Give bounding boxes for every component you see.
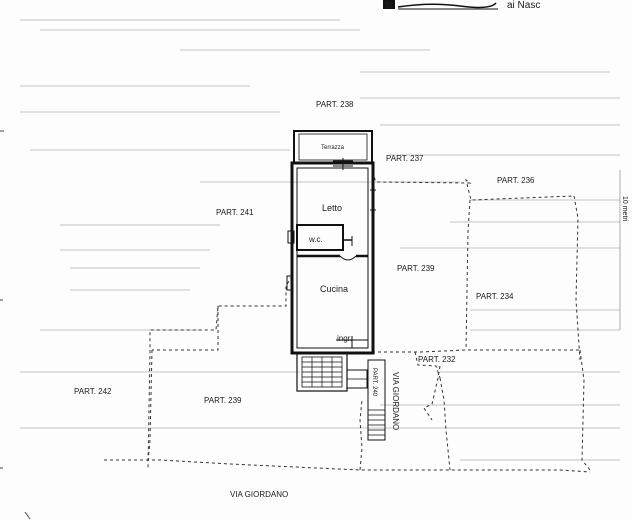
building-main-walls bbox=[290, 161, 375, 355]
header-mark-block bbox=[383, 0, 395, 9]
entrance-stairs bbox=[296, 352, 368, 392]
header-mark-letter: B bbox=[386, 0, 393, 10]
side-scale-text: 10 metri bbox=[621, 196, 628, 222]
room-label-terrace: Terrazza bbox=[321, 145, 345, 151]
building-outline bbox=[286, 130, 376, 355]
parcel-label-234: PART. 234 bbox=[476, 292, 514, 301]
side-annotation: 10 metri bbox=[619, 170, 628, 330]
header-fragment: B ai Nasc bbox=[383, 0, 540, 11]
room-label-entrance: ingr. bbox=[337, 334, 352, 343]
parcel-label-238: PART. 238 bbox=[316, 100, 354, 109]
parcel-label-237: PART. 237 bbox=[386, 154, 424, 163]
parcel-label-232: PART. 232 bbox=[418, 355, 456, 364]
parcel-label-240: PART. 240 bbox=[371, 368, 377, 397]
parcel-label-241: PART. 241 bbox=[216, 208, 254, 217]
scan-edge-marks bbox=[0, 130, 31, 520]
parcel-label-239-bottom: PART. 239 bbox=[204, 396, 242, 405]
street-label-bottom: VIA GIORDANO bbox=[230, 490, 288, 499]
parcel-label-242: PART. 242 bbox=[74, 387, 112, 396]
street-label-vertical: VIA GIORDANO bbox=[391, 372, 400, 430]
header-corner-text: ai Nasc bbox=[507, 0, 540, 11]
room-label-kitchen: Cucina bbox=[320, 284, 348, 294]
wc-walls bbox=[296, 224, 344, 251]
parcel-label-239-right: PART. 239 bbox=[397, 264, 435, 273]
part-240-strip bbox=[367, 359, 386, 441]
parcel-boundaries bbox=[104, 171, 591, 473]
room-label-bedroom: Letto bbox=[322, 203, 342, 213]
parcel-label-236: PART. 236 bbox=[497, 176, 535, 185]
signature-stroke bbox=[397, 2, 497, 9]
room-label-wc: w.c. bbox=[308, 235, 323, 244]
background-text-bleed bbox=[20, 19, 620, 461]
